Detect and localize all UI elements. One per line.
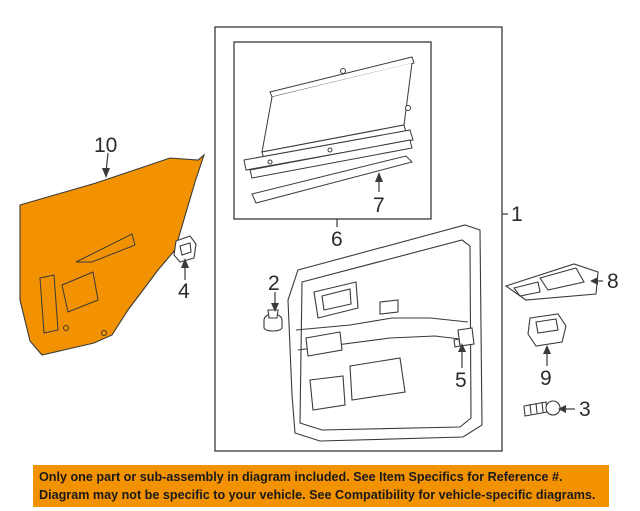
door-service-hole-cover: [19, 153, 206, 356]
disclaimer-banner: Only one part or sub-assembly in diagram…: [33, 465, 609, 507]
callout-6: 6: [331, 228, 343, 251]
door-assembly-frame: [214, 26, 503, 452]
leader-lines: [102, 152, 603, 413]
sunshade-group-frame: [233, 41, 432, 220]
callout-4: 4: [178, 280, 190, 303]
callout-3: 3: [579, 398, 591, 421]
callout-8: 8: [607, 270, 619, 293]
callout-7: 7: [373, 194, 385, 217]
disclaimer-line-2: Diagram may not be specific to your vehi…: [39, 488, 596, 502]
callout-2: 2: [268, 272, 280, 295]
cover-part-5: [453, 327, 475, 348]
clip-part-4: [173, 235, 197, 263]
screw-part-3: [523, 400, 561, 417]
callout-5: 5: [455, 369, 467, 392]
disclaimer-line-1: Only one part or sub-assembly in diagram…: [39, 470, 563, 484]
parts-diagram: 10 4 2 5 6 7 1 8 9 3: [19, 26, 619, 452]
callout-1: 1: [511, 203, 523, 226]
sunshade-assembly: [243, 56, 415, 204]
callout-9: 9: [540, 367, 552, 390]
door-trim-panel: [287, 224, 483, 442]
clip-part-2: [263, 309, 283, 332]
callout-10: 10: [94, 134, 117, 157]
window-switch-part-9: [527, 313, 567, 347]
switch-bezel-part-8: [504, 263, 599, 301]
